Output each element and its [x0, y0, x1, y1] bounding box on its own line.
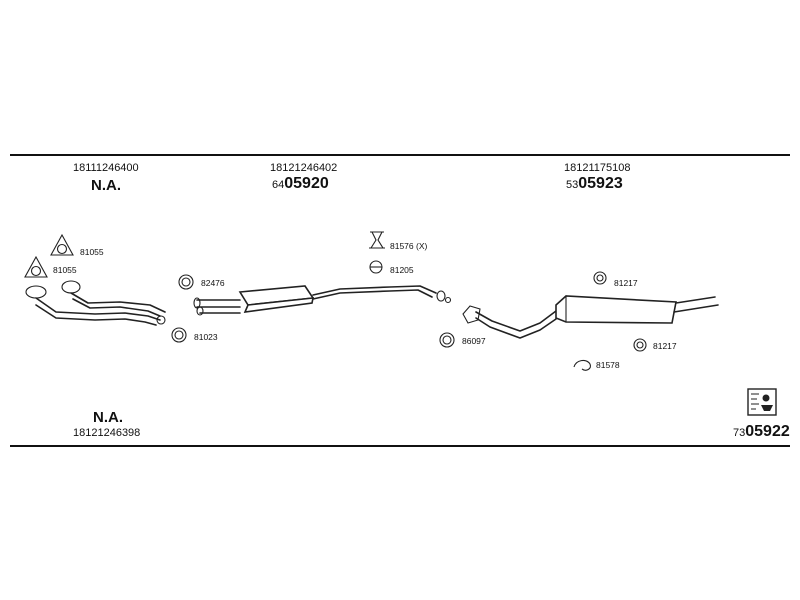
- rubber-ring-icon-81205: [369, 260, 383, 274]
- ref-main: 05920: [284, 175, 329, 192]
- top-rule: [10, 154, 790, 156]
- part-label-81055-lower: 81055: [53, 265, 77, 275]
- hanger-icon-81576: [369, 231, 385, 249]
- part-label-86097: 86097: [462, 336, 486, 346]
- ref-main: 05923: [578, 175, 623, 192]
- clamp-icon-86097: [439, 332, 455, 348]
- footer-na-label: N.A.: [93, 409, 123, 426]
- ref-number-complete-system: 7305922: [733, 423, 790, 441]
- rubber-ring-icon-81217-lower: [633, 338, 647, 352]
- clamp-icon-82476: [178, 274, 194, 290]
- ref-prefix: 53: [566, 179, 579, 191]
- oem-number-front-pipe: 18111246400: [73, 162, 139, 174]
- bottom-rule: [10, 445, 790, 447]
- part-label-81217-upper: 81217: [614, 278, 638, 288]
- part-label-82476: 82476: [201, 278, 225, 288]
- part-label-81055-upper: 81055: [80, 247, 104, 257]
- part-label-81023: 81023: [194, 332, 218, 342]
- part-label-81205: 81205: [390, 265, 414, 275]
- gasket-icon-81055-lower: [24, 255, 48, 278]
- ref-prefix: 64: [272, 179, 285, 191]
- oem-number-footer: 18121246398: [73, 427, 141, 439]
- rubber-ring-icon-81217-upper: [593, 271, 607, 285]
- oem-number-rear-silencer: 18121175108: [564, 162, 631, 174]
- part-label-81578: 81578: [596, 360, 620, 370]
- center-silencer: [193, 285, 452, 316]
- front-pipe-assembly: [25, 280, 166, 326]
- fitting-instructions-icon: [747, 388, 777, 416]
- ref-number-rear-silencer: 5305923: [566, 175, 623, 193]
- gasket-icon-81055-upper: [50, 233, 74, 256]
- oem-number-center-silencer: 18121246402: [270, 162, 338, 174]
- part-label-81576: 81576 (X): [390, 241, 428, 251]
- part-label-81217-lower: 81217: [653, 341, 677, 351]
- rear-silencer-assembly: [462, 295, 719, 339]
- ref-number-center-silencer: 6405920: [272, 175, 329, 193]
- clamp-icon-81023: [171, 327, 187, 343]
- ref-prefix: 73: [733, 427, 746, 439]
- ref-main: 05922: [745, 423, 790, 440]
- hook-icon-81578: [573, 359, 591, 371]
- front-pipe-na-label: N.A.: [91, 177, 121, 194]
